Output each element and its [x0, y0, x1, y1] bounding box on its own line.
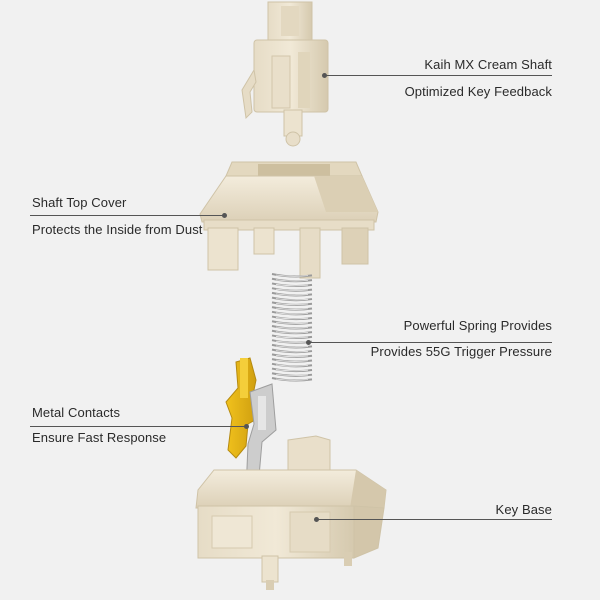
switch-top-cover-icon [199, 161, 379, 279]
spring-subtitle: Provides 55G Trigger Pressure [370, 344, 552, 359]
contacts-subtitle: Ensure Fast Response [32, 430, 167, 445]
spring-coil-highlight [275, 279, 309, 282]
switch-stem-icon [241, 1, 329, 147]
base-callout-dot [314, 517, 319, 522]
spring-coil-highlight [275, 350, 309, 353]
base-title: Key Base [495, 502, 552, 517]
cover-title: Shaft Top Cover [32, 195, 127, 210]
cover-callout-dot [222, 213, 227, 218]
shaft-subtitle: Optimized Key Feedback [404, 84, 552, 99]
spring-coil-highlight [275, 331, 309, 334]
spring-coil-highlight [275, 364, 309, 367]
base-callout-line [318, 519, 552, 520]
contacts-title: Metal Contacts [32, 405, 121, 420]
spring-coil-highlight [275, 284, 309, 287]
spring-coil-highlight [275, 321, 309, 325]
spring-coil-highlight [275, 336, 309, 339]
metal-contacts-icon [225, 357, 277, 493]
spring-title: Powerful Spring Provides [403, 318, 552, 333]
spring-callout-dot [306, 340, 311, 345]
spring-coil-highlight [275, 345, 309, 348]
spring-coil-highlight [275, 307, 309, 310]
cover-callout-line [30, 215, 224, 216]
shaft-callout-dot [322, 73, 327, 78]
spring-coil-highlight [275, 274, 309, 277]
switch-base-icon [195, 435, 387, 590]
cover-subtitle: Protects the Inside from Dust [32, 222, 203, 237]
shaft-callout-line [326, 75, 552, 76]
spring-icon [271, 273, 313, 382]
spring-coil-highlight [275, 293, 309, 296]
spring-coil-highlight [275, 312, 309, 315]
spring-coil-highlight [275, 340, 309, 343]
spring-coil-highlight [275, 373, 309, 377]
spring-coil-highlight [275, 288, 309, 291]
shaft-title: Kaih MX Cream Shaft [424, 57, 552, 72]
spring-coil-highlight [275, 369, 309, 372]
spring-coil-highlight [275, 354, 309, 358]
spring-coil-highlight [275, 298, 309, 301]
spring-coil-highlight [275, 317, 309, 320]
spring-coil-highlight [275, 326, 309, 329]
spring-coil-highlight [275, 302, 309, 306]
contacts-callout-dot [244, 424, 249, 429]
spring-callout-line [310, 342, 552, 343]
spring-coil-highlight [275, 378, 309, 381]
spring-coil-highlight [275, 359, 309, 362]
contacts-callout-line [30, 426, 246, 427]
